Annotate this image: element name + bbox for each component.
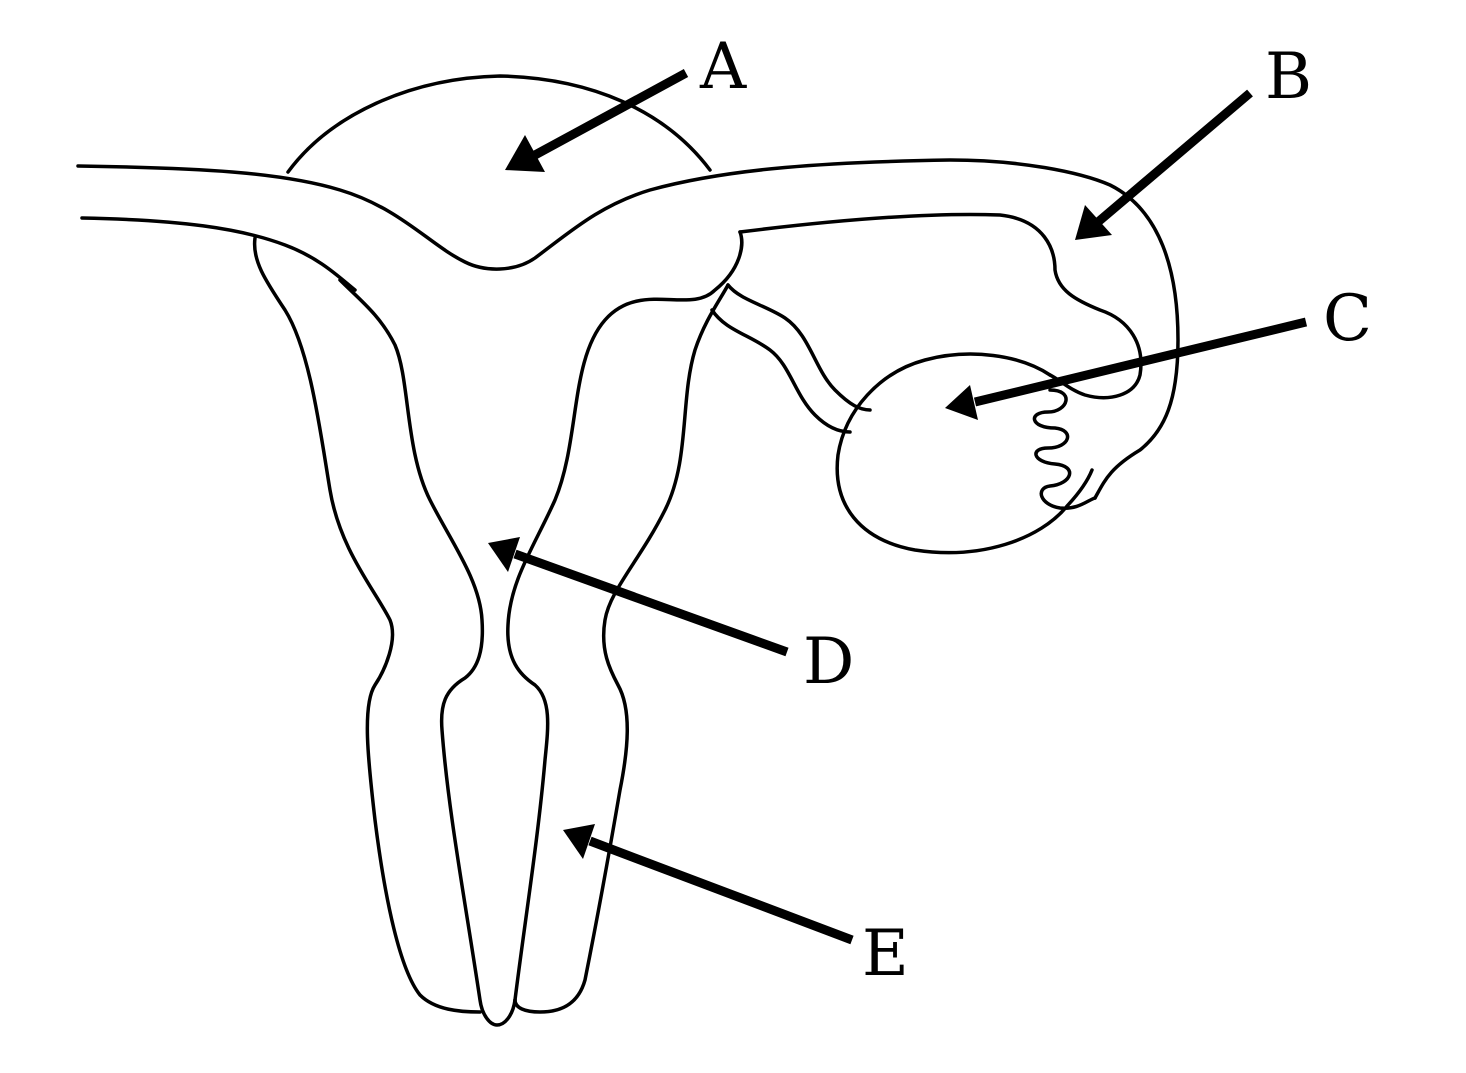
- arrow-d: [488, 537, 789, 657]
- arrow-c: [945, 317, 1308, 420]
- left-vessel-outer: [252, 236, 482, 1014]
- label-b: B: [1265, 40, 1312, 114]
- wavy-fimbria: [1032, 388, 1097, 510]
- label-e: E: [862, 917, 909, 991]
- dome-outline: [286, 74, 712, 174]
- duct-upper-edge: [726, 283, 872, 412]
- label-d: D: [803, 625, 854, 699]
- arrow-a: [505, 69, 689, 172]
- upper-band-bottom-edge: [80, 216, 357, 292]
- left-vessel-inner: [338, 278, 517, 1027]
- upper-band-top-edge: [76, 158, 1180, 500]
- label-a: A: [699, 30, 747, 104]
- right-band-inner-edge: [738, 212, 1143, 400]
- label-c: C: [1323, 282, 1372, 356]
- duct-lower-edge: [710, 308, 852, 434]
- arrow-e: [563, 824, 854, 945]
- right-vessel-inner: [506, 230, 744, 1002]
- arrow-b: [1075, 89, 1253, 240]
- right-vessel-outer: [513, 283, 730, 1014]
